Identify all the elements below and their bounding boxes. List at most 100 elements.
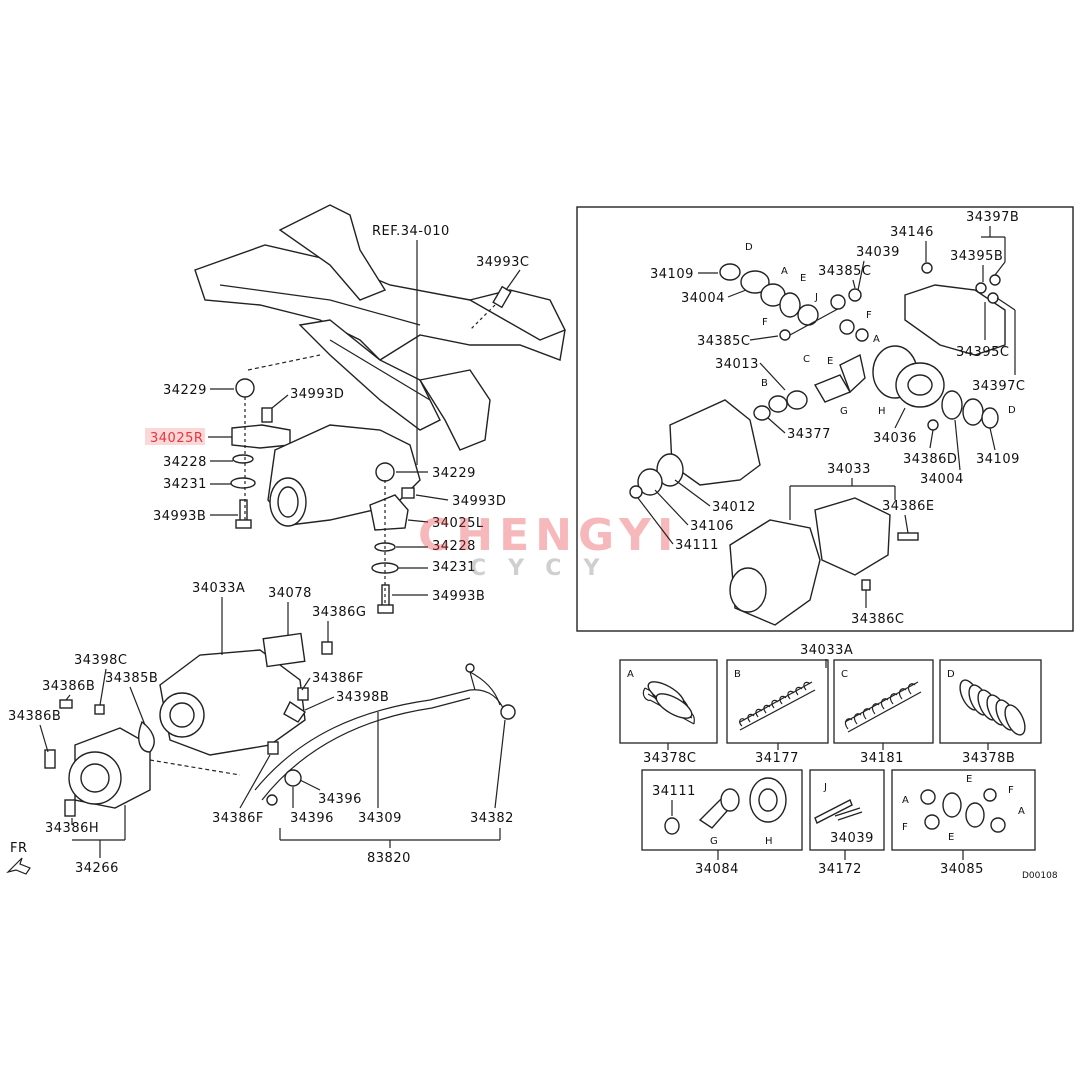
tag-D-top: D — [745, 242, 753, 253]
label-34398B: 34398B — [336, 690, 389, 705]
right-mount-labels: 34993C 34229 34993D 34025L 34228 34231 3… — [392, 255, 529, 604]
label-34231-left: 34231 — [163, 477, 207, 492]
label-34229-left: 34229 — [163, 383, 207, 398]
kit-label-34084: 34084 — [695, 862, 739, 877]
kit-34172-tag-34039: 34039 — [830, 831, 874, 846]
label-34109-right: 34109 — [976, 452, 1020, 467]
right-mount-parts — [369, 285, 512, 614]
label-34033: 34033 — [827, 462, 871, 477]
tag-E-top: E — [800, 273, 806, 284]
tag-J: J — [814, 292, 818, 303]
kit-box-34084 — [641, 769, 803, 851]
kit-34172-tag-J: J — [823, 782, 827, 793]
label-83820: 83820 — [367, 851, 411, 866]
label-34385C-top: 34385C — [818, 264, 871, 279]
kit-letter-A: A — [627, 669, 634, 680]
kit-label-C: 34181 — [860, 751, 904, 766]
tag-C: C — [803, 354, 810, 365]
label-34146: 34146 — [890, 225, 934, 240]
kit-row-2: 34111 G H 34084 J 34039 34172 A E F F E … — [641, 769, 1036, 877]
spring-B-drawing — [739, 681, 816, 731]
kit-label-34172: 34172 — [818, 862, 862, 877]
label-34377: 34377 — [787, 427, 831, 442]
label-34397B: 34397B — [966, 210, 1019, 225]
tag-A-right: A — [873, 334, 880, 345]
label-34004-right: 34004 — [920, 472, 964, 487]
label-34109-top: 34109 — [650, 267, 694, 282]
kit-label-D: 34378B — [962, 751, 1015, 766]
kit-group-title: 34033A — [800, 643, 853, 658]
label-34382: 34382 — [470, 811, 514, 826]
label-34395B: 34395B — [950, 249, 1003, 264]
label-34078: 34078 — [268, 586, 312, 601]
lower-left-labels: 34033A 34078 34386G 34398C 34386B 34385B… — [8, 581, 514, 876]
kit-row-1: A 34378C B 34177 C 34181 D — [619, 659, 1042, 766]
highlight-box — [145, 428, 205, 445]
kit-box-D — [939, 659, 1042, 744]
kit-letter-D: D — [947, 669, 955, 680]
tag-H: H — [878, 406, 886, 417]
watermark-sub: CYCY — [470, 556, 621, 581]
label-34228-right: 34228 — [432, 539, 476, 554]
kit-34085-tag-A-right: A — [1018, 806, 1025, 817]
kit-34084-tag-34111: 34111 — [652, 784, 696, 799]
label-34033A-top: 34033A — [192, 581, 245, 596]
label-34993C: 34993C — [476, 255, 529, 270]
spring-C-drawing — [844, 681, 922, 733]
label-34228-left: 34228 — [163, 455, 207, 470]
front-label: FR — [10, 841, 28, 856]
label-34386B-a: 34386B — [42, 679, 95, 694]
front-arrow-icon — [6, 857, 31, 875]
kit-label-B: 34177 — [755, 751, 799, 766]
label-34012: 34012 — [712, 500, 756, 515]
tag-G: G — [840, 406, 848, 417]
label-34385B: 34385B — [105, 671, 158, 686]
tag-F-right: F — [866, 310, 872, 321]
label-34231-right: 34231 — [432, 560, 476, 575]
letter-tags: D A E J F F A B C E G H D — [745, 242, 1016, 417]
kit-letter-B: B — [734, 669, 741, 680]
label-34993D-left: 34993D — [290, 387, 344, 402]
label-34386C: 34386C — [851, 612, 904, 627]
label-34386B-b: 34386B — [8, 709, 61, 724]
kit-label-34085: 34085 — [940, 862, 984, 877]
kit-34084-tag-H: H — [765, 836, 773, 847]
front-direction-indicator: FR — [6, 841, 31, 875]
label-34386G: 34386G — [312, 605, 366, 620]
label-34013: 34013 — [715, 357, 759, 372]
label-34229-right: 34229 — [432, 466, 476, 481]
kit-label-A: 34378C — [643, 751, 696, 766]
label-34386D: 34386D — [903, 452, 957, 467]
label-34993D-right: 34993D — [452, 494, 506, 509]
kit-box-34172 — [809, 769, 885, 851]
left-mount-labels: 34229 34993D 34025R 34228 34231 34993B — [145, 383, 344, 524]
label-34386E: 34386E — [882, 499, 935, 514]
label-34106: 34106 — [690, 519, 734, 534]
tag-B: B — [761, 378, 768, 389]
kit-34085-tag-F-right: F — [1008, 785, 1014, 796]
label-34385C-mid: 34385C — [697, 334, 750, 349]
lower-left-drawing — [44, 632, 516, 817]
exploded-view-frame — [576, 206, 1074, 632]
label-34036: 34036 — [873, 431, 917, 446]
label-34386F-bottom: 34386F — [212, 811, 264, 826]
label-34397C: 34397C — [972, 379, 1025, 394]
kit-34085-tag-E-bottom: E — [948, 832, 954, 843]
spring-A-drawing — [642, 681, 695, 725]
label-34398C: 34398C — [74, 653, 127, 668]
tag-A-top: A — [781, 266, 788, 277]
label-34111-exploded: 34111 — [675, 538, 719, 553]
label-34386F-top: 34386F — [312, 671, 364, 686]
tag-E-mid: E — [827, 356, 833, 367]
kit-34085-tag-E-top: E — [966, 774, 972, 785]
tag-D-right: D — [1008, 405, 1016, 416]
subframe-drawing — [194, 204, 566, 451]
watermark-main: CHENGYI — [418, 510, 679, 561]
exploded-labels: 34146 34397B 34039 34395B 34109 34385C 3… — [637, 210, 1025, 627]
label-34396-b: 34396 — [318, 792, 362, 807]
label-34386H: 34386H — [45, 821, 99, 836]
spring-D-drawing — [959, 679, 1026, 736]
kit-34085-tag-A-left: A — [902, 795, 909, 806]
exploded-drawing — [629, 262, 1006, 626]
label-34309: 34309 — [358, 811, 402, 826]
